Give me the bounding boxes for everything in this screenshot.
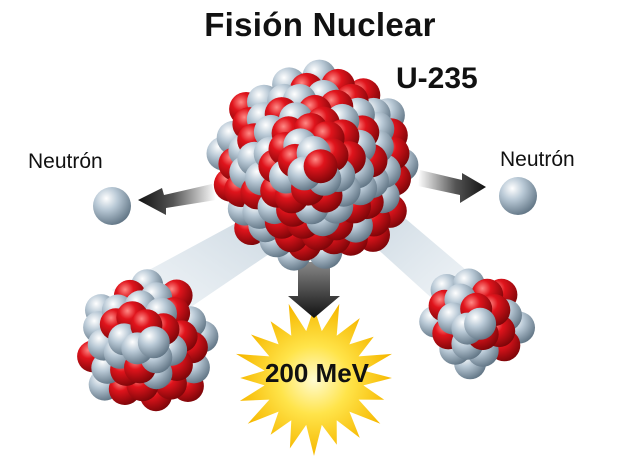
neutron <box>464 308 496 340</box>
page-title: Fisión Nuclear <box>0 6 640 44</box>
fission-fragment-right <box>419 269 535 380</box>
neutron-left-label: Neutrón <box>28 150 103 174</box>
proton <box>304 149 338 183</box>
free-neutron-right <box>499 177 537 215</box>
neutron-right-label: Neutrón <box>500 148 575 172</box>
uranium-nucleus <box>207 60 419 271</box>
isotope-label: U-235 <box>396 62 478 96</box>
energy-label: 200 MeV <box>250 358 384 389</box>
free-neutron-left <box>93 187 131 225</box>
neutron <box>138 326 170 358</box>
arrow-left-icon <box>138 184 216 215</box>
arrow-right-icon <box>418 170 486 203</box>
